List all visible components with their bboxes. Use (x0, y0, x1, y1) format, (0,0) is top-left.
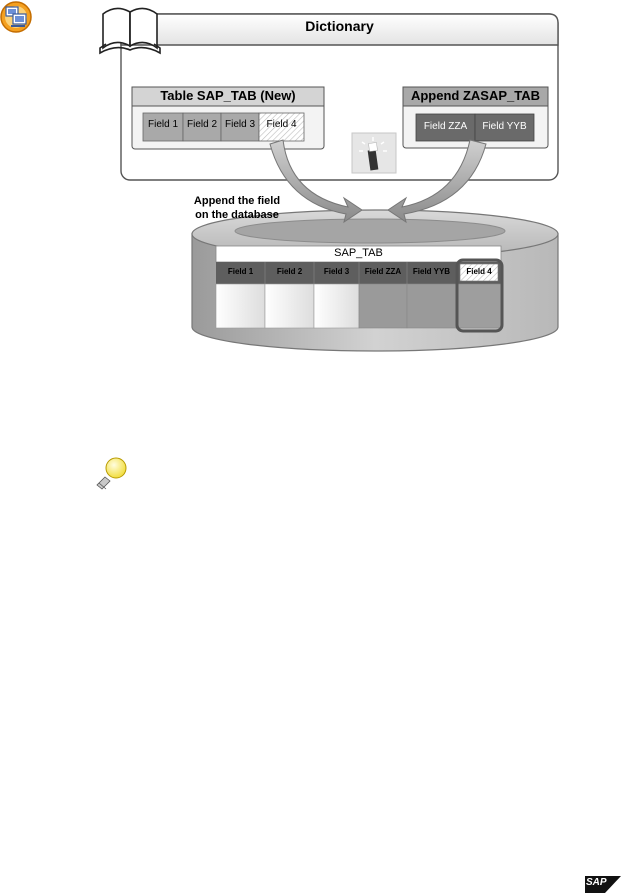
table-field-3: Field 3 (224, 119, 255, 130)
table-field-1: Field 1 (147, 119, 178, 130)
merge-arrow-left (269, 139, 363, 224)
merge-arrow-right (387, 139, 487, 224)
db-column-field-3: Field 3 (323, 267, 350, 276)
db-column-field-yyb: Field YYB (412, 267, 451, 276)
append-title: Append ZASAP_TAB (410, 88, 541, 103)
sap-logo (585, 876, 621, 893)
arrow-caption-line-1: Append the field (193, 195, 281, 207)
db-column-field-zza: Field ZZA (364, 267, 402, 276)
db-column-field-4: Field 4 (466, 267, 492, 276)
book-icon (99, 7, 161, 55)
db-column-field-2: Field 2 (276, 267, 303, 276)
tip-lightbulb-icon (96, 457, 127, 490)
table-field-2: Field 2 (186, 119, 217, 130)
activate-wand-icon (351, 132, 397, 174)
arrow-caption-line-2: on the database (195, 209, 279, 221)
append-field-yyb: Field YYB (482, 121, 527, 132)
append-field-zza: Field ZZA (423, 121, 468, 132)
table-sap-tab-box (131, 86, 325, 150)
table-field-4: Field 4 (266, 119, 297, 130)
computer-icon (0, 1, 32, 33)
table-title: Table SAP_TAB (New) (160, 88, 296, 103)
dictionary-title: Dictionary (305, 18, 374, 34)
sap-logo-text: SAP (586, 877, 607, 888)
db-column-field-1: Field 1 (227, 267, 254, 276)
new-field-highlight (455, 258, 504, 333)
database-table (215, 245, 504, 333)
append-zasap-tab-box (402, 86, 549, 149)
database-table-name: SAP_TAB (334, 247, 383, 259)
